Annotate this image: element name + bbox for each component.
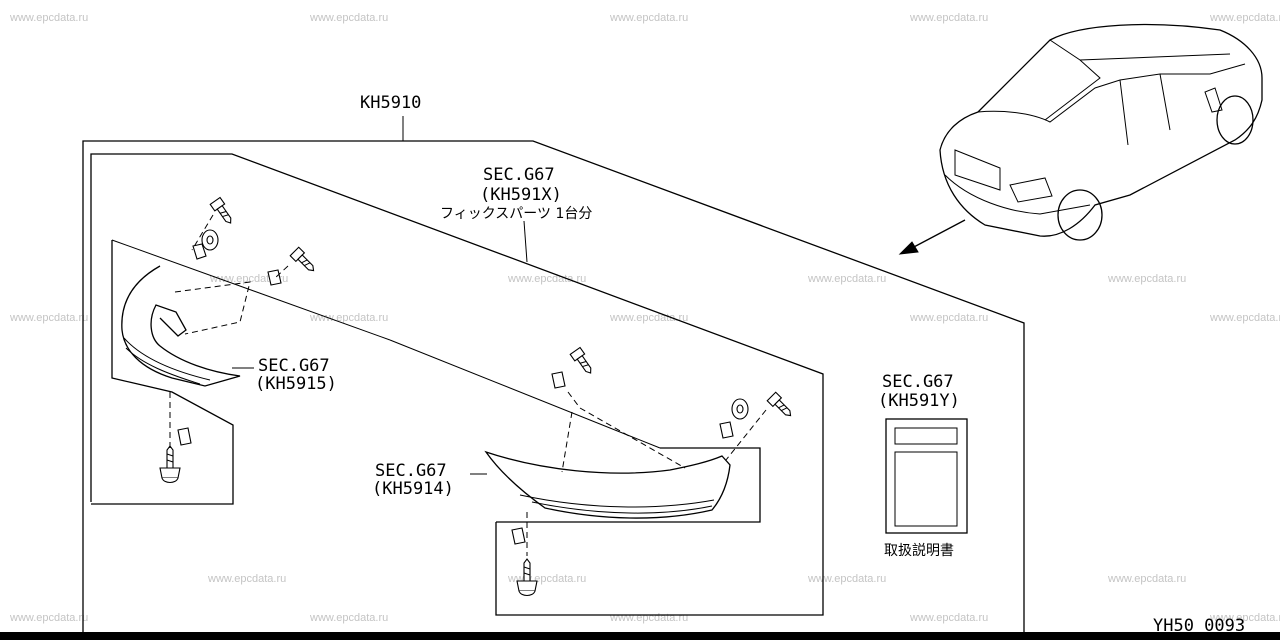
left-part-outline [91, 240, 234, 505]
washer-hole [736, 404, 744, 414]
owner-manual: SEC.G67 (KH591Y) 取扱説明書 [878, 372, 968, 559]
center-finisher-part [484, 450, 731, 519]
watermark: www.epcdata.ru [309, 312, 388, 324]
watermark: www.epcdata.ru [1209, 312, 1280, 324]
drawing-number: YH50 0093 [1153, 616, 1245, 636]
left-part-code: (KH5915) [255, 374, 337, 394]
clip-icon [192, 243, 207, 260]
dash-line [174, 281, 251, 335]
watermark: www.epcdata.ru [1107, 573, 1186, 585]
car-body [939, 23, 1263, 237]
watermark: www.epcdata.ru [609, 612, 688, 624]
watermark: www.epcdata.ru [9, 12, 88, 24]
watermark: www.epcdata.ru [309, 12, 388, 24]
arrow-head [898, 241, 919, 255]
screw-icon [289, 246, 315, 272]
left-finisher-line [123, 337, 211, 381]
car-roof-line [1079, 53, 1231, 61]
left-part-top-edge [111, 239, 391, 341]
dash-line [191, 214, 214, 251]
kit-sec: SEC.G67 [483, 165, 555, 185]
manual-book-panel [894, 451, 958, 527]
clip-icon [177, 427, 192, 446]
center-finisher-body [484, 450, 731, 519]
kit-outline [90, 153, 824, 616]
watermark: www.epcdata.ru [1209, 12, 1280, 24]
clip-icon [267, 269, 282, 286]
arrow-shaft [911, 219, 966, 249]
manual-label: 取扱説明書 [884, 543, 954, 559]
screw-icon [766, 391, 792, 417]
center-part-code: (KH5914) [372, 479, 454, 499]
assembly-frame: KH5910 [82, 93, 1025, 632]
dash-line [567, 391, 686, 469]
watermark: www.epcdata.ru [909, 12, 988, 24]
screw-icon [569, 346, 592, 374]
center-finisher-line [519, 494, 715, 508]
watermark: www.epcdata.ru [1209, 612, 1280, 624]
manual-book-band [894, 427, 958, 445]
dash-line [274, 265, 289, 279]
assembly-code: KH5910 [360, 93, 421, 113]
watermark-layer: www.epcdata.ru www.epcdata.ru www.epcdat… [9, 12, 1280, 624]
watermark: www.epcdata.ru [609, 312, 688, 324]
manual-book-icon [885, 418, 968, 534]
car-door-line [1119, 73, 1171, 146]
center-part-outline [496, 447, 761, 523]
watermark: www.epcdata.ru [807, 273, 886, 285]
kit-note: フィックスパーツ 1台分 [440, 206, 592, 222]
car-bumper-line [944, 174, 1091, 215]
watermark: www.epcdata.ru [807, 573, 886, 585]
left-part-frame [91, 239, 391, 505]
car-front-wheel [1216, 95, 1254, 145]
kit-code: (KH591X) [480, 185, 562, 205]
car-illustration [939, 23, 1263, 241]
kit-leader [523, 220, 528, 263]
left-finisher-body [121, 265, 241, 387]
watermark: www.epcdata.ru [309, 612, 388, 624]
bottom-border [0, 632, 1280, 640]
car-tail-lamp [1009, 177, 1053, 203]
center-finisher-line [531, 501, 713, 514]
center-part-top-edge [389, 339, 661, 449]
watermark: www.epcdata.ru [9, 312, 88, 324]
manual-code: (KH591Y) [878, 391, 960, 411]
car-belt-line [977, 63, 1246, 123]
car-plate-recess [954, 149, 1001, 191]
center-part-frame [389, 339, 761, 523]
direction-arrow [898, 219, 966, 255]
watermark: www.epcdata.ru [909, 612, 988, 624]
watermark: www.epcdata.ru [507, 273, 586, 285]
car-rear-window [1044, 39, 1101, 121]
clip-icon [719, 421, 734, 439]
watermark: www.epcdata.ru [9, 612, 88, 624]
center-part-sec: SEC.G67 [375, 461, 447, 481]
watermark: www.epcdata.ru [1107, 273, 1186, 285]
watermark: www.epcdata.ru [609, 12, 688, 24]
kit-frame: SEC.G67 (KH591X) フィックスパーツ 1台分 [90, 153, 824, 616]
assembly-outline [82, 140, 1025, 632]
left-finisher-part [121, 265, 241, 387]
left-finisher-line [125, 347, 201, 385]
watermark: www.epcdata.ru [909, 312, 988, 324]
clip-icon [551, 371, 566, 389]
car-rear-wheel [1057, 189, 1103, 241]
left-hardware [159, 196, 315, 484]
screw-icon [159, 445, 181, 484]
dash-line [725, 409, 767, 461]
clip-icon [511, 527, 526, 545]
screw-icon [516, 558, 538, 597]
screw-icon [209, 196, 232, 224]
center-hardware [511, 346, 792, 597]
left-part-sec: SEC.G67 [258, 356, 330, 376]
manual-sec: SEC.G67 [882, 372, 954, 392]
dash-line [561, 411, 573, 473]
watermark: www.epcdata.ru [207, 573, 286, 585]
car-mirror [1204, 87, 1223, 113]
washer-hole [206, 235, 214, 245]
